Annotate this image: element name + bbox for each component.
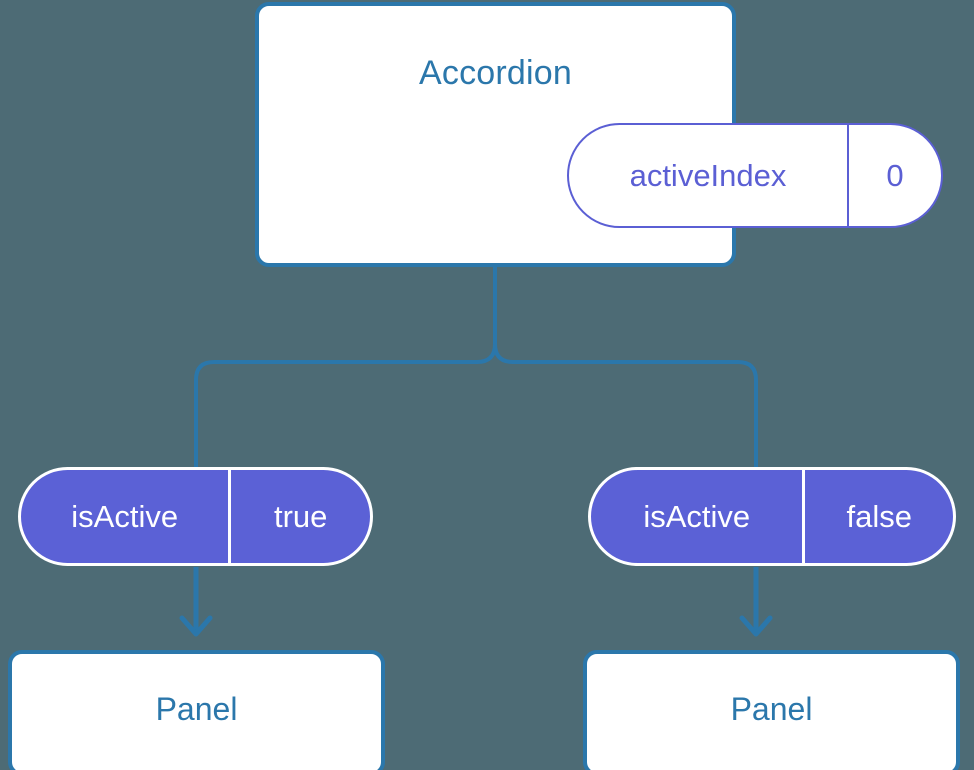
accordion-component-card[interactable]: Accordion activeIndex 0 [255, 2, 943, 267]
right-panel-component-card[interactable]: Panel [583, 650, 960, 770]
arrow-left-prop-to-panel [179, 567, 213, 637]
right-prop-pill[interactable]: isActive false [588, 467, 956, 566]
state-pill-value: 0 [886, 157, 904, 193]
left-prop-pill[interactable]: isActive true [18, 467, 373, 566]
state-pill-key: activeIndex [569, 125, 849, 226]
left-prop-pill-key: isActive [21, 470, 232, 563]
connector-parent-to-left-child [194, 266, 497, 467]
arrow-right-prop-to-panel [739, 567, 773, 637]
accordion-title: Accordion [419, 54, 572, 92]
right-prop-pill-key: isActive [591, 470, 806, 563]
right-prop-pill-value: false [846, 498, 912, 534]
left-panel-title: Panel [155, 690, 238, 727]
left-panel-component-card[interactable]: Panel [8, 650, 385, 770]
right-panel-title: Panel [730, 690, 813, 727]
accordion-state-pill[interactable]: activeIndex 0 [567, 123, 943, 228]
left-prop-pill-value: true [273, 498, 328, 534]
connector-parent-to-right-child [493, 266, 758, 467]
